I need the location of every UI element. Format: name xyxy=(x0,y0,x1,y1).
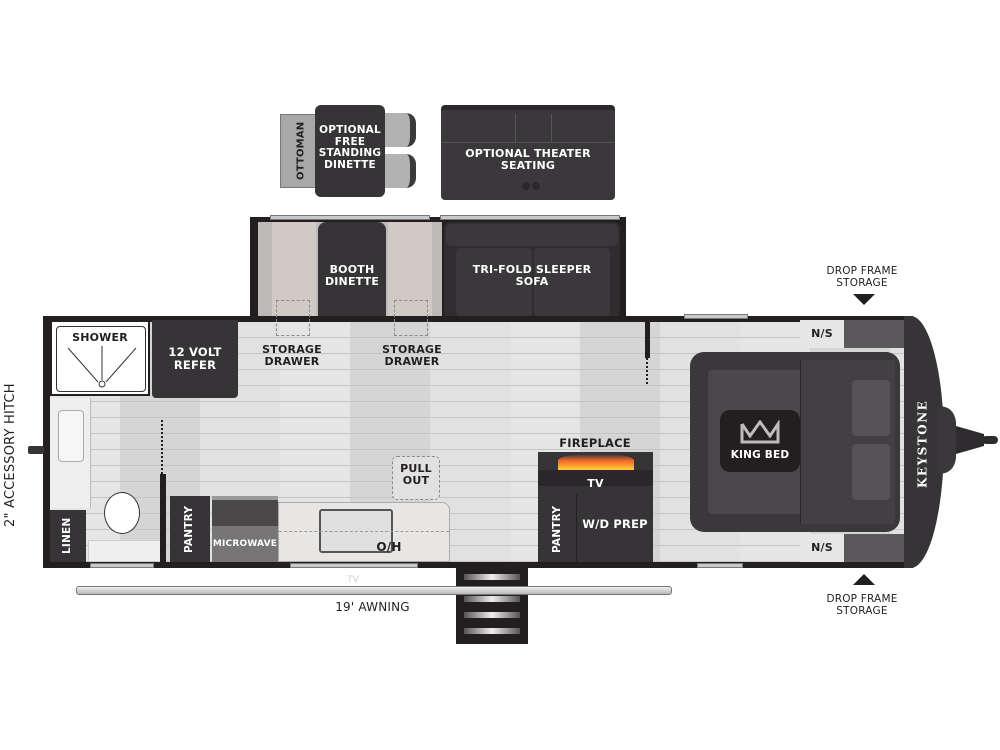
free-standing-dinette-chairs xyxy=(380,113,416,147)
drop-frame-storage-bottom-label: DROP FRAME STORAGE xyxy=(826,593,898,617)
drop-frame-storage-top-label: DROP FRAME STORAGE xyxy=(826,265,898,289)
sleeper-sofa-label: TRI-FOLD SLEEPER SOFA xyxy=(472,263,592,289)
rear-hitch-icon xyxy=(28,446,44,454)
wd-prep-label: W/D PREP xyxy=(582,517,648,531)
free-standing-dinette-chairs xyxy=(380,154,416,188)
nightstand-bottom-label: N/S xyxy=(811,541,833,554)
curbside-window xyxy=(290,563,418,568)
range-cooktop xyxy=(212,496,278,530)
pull-out: PULL OUT xyxy=(392,456,440,500)
awning-bar xyxy=(76,586,672,595)
pantry-left: PANTRY xyxy=(170,496,210,562)
entry-steps xyxy=(456,568,528,644)
booth-dinette-label: BOOTH DINETTE xyxy=(324,263,380,289)
king-bed: KING BED xyxy=(690,352,900,532)
microwave: MICROWAVE xyxy=(212,526,278,562)
storage-drawer-right xyxy=(394,300,428,336)
dinette-bench-left xyxy=(272,222,316,326)
storage-drawer-left-label: STORAGE DRAWER xyxy=(262,343,322,369)
free-standing-dinette-label: OPTIONAL FREE STANDING DINETTE xyxy=(318,124,382,171)
storage-drawer-left xyxy=(276,300,310,336)
slideout-window xyxy=(440,215,620,220)
hitch-label: 2" ACCESSORY HITCH xyxy=(2,383,18,527)
fireplace: TV PANTRY W/D PREP xyxy=(538,452,653,562)
pillow xyxy=(852,380,890,436)
pillow xyxy=(852,444,890,500)
kitchen-counter: O/H xyxy=(278,502,450,562)
nightstand-top: N/S xyxy=(800,320,844,348)
curbside-window xyxy=(90,563,154,568)
optional-theater-seating: OPTIONAL THEATER SEATING xyxy=(441,105,615,200)
bathroom-vanity xyxy=(50,398,91,508)
shower: SHOWER xyxy=(50,320,150,396)
ottoman-label: OTTOMAN xyxy=(295,121,307,181)
tv-label: TV xyxy=(587,477,604,490)
roadside-window xyxy=(684,314,748,319)
curbside-window xyxy=(697,563,743,568)
tv-mount xyxy=(538,470,653,486)
arrow-down-icon xyxy=(853,294,875,305)
refer-label: 12 VOLT REFER xyxy=(168,345,222,372)
pantry-left-label: PANTRY xyxy=(183,505,196,553)
nightstand-bottom: N/S xyxy=(800,534,844,562)
bath-step xyxy=(88,540,162,562)
bedroom-door xyxy=(646,358,648,384)
arrow-up-icon xyxy=(853,574,875,585)
linen-closet: LINEN xyxy=(50,510,86,562)
dinette-bench-right xyxy=(388,222,432,326)
toilet-icon xyxy=(104,492,140,534)
12-volt-refer: 12 VOLT REFER xyxy=(152,320,238,398)
tongue-jack-icon xyxy=(938,406,998,474)
brand-logo: KEYSTONE xyxy=(915,399,930,489)
nightstand-top-label: N/S xyxy=(811,327,833,340)
sleeper-sofa: TRI-FOLD SLEEPER SOFA xyxy=(444,222,620,318)
overhead-label: O/H xyxy=(376,540,402,554)
slideout-window xyxy=(270,215,430,220)
booth-dinette: BOOTH DINETTE xyxy=(318,222,386,326)
bedroom-wall xyxy=(645,322,650,358)
sink-icon xyxy=(58,410,84,462)
bathroom-wall xyxy=(160,474,166,562)
shower-label: SHOWER xyxy=(72,331,128,344)
awning-label: 19' AWNING xyxy=(335,600,410,614)
king-bed-label: KING BED xyxy=(730,449,790,461)
storage-drawer-right-label: STORAGE DRAWER xyxy=(382,343,442,369)
pull-out-label: PULL OUT xyxy=(400,462,432,488)
crown-icon xyxy=(740,420,780,444)
pantry-right-label: PANTRY xyxy=(551,505,564,553)
theater-seating-label: OPTIONAL THEATER SEATING xyxy=(465,147,591,173)
shower-drain-icon xyxy=(67,346,137,388)
linen-label: LINEN xyxy=(61,517,74,555)
king-bed-badge: KING BED xyxy=(720,410,800,472)
fire-icon xyxy=(558,454,634,470)
bathroom-door xyxy=(161,420,163,474)
fireplace-label: FIREPLACE xyxy=(559,436,631,450)
optional-free-standing-dinette: OPTIONAL FREE STANDING DINETTE xyxy=(315,105,385,197)
microwave-label: MICROWAVE xyxy=(212,539,278,549)
exterior-tv-label: TV xyxy=(347,575,359,585)
